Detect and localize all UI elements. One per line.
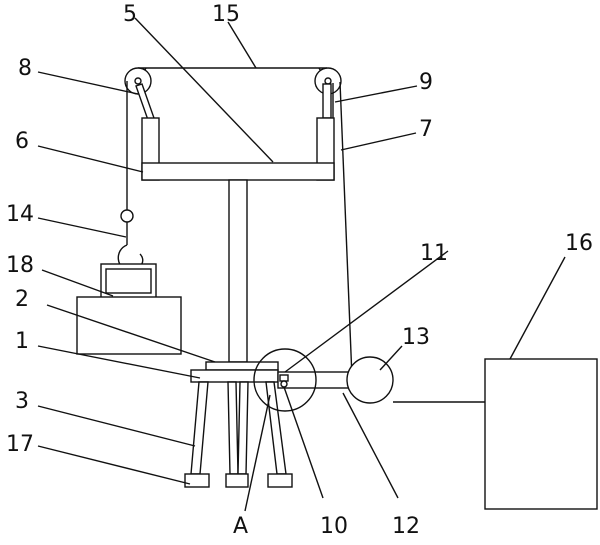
top-beam bbox=[137, 67, 328, 83]
right-cable bbox=[332, 81, 353, 379]
right-pulley bbox=[314, 67, 342, 95]
label-15: 15 bbox=[212, 2, 240, 27]
label-10: 10 bbox=[320, 514, 348, 539]
hook-icon bbox=[117, 222, 144, 271]
upper-plate bbox=[205, 361, 279, 371]
slider-block bbox=[279, 374, 289, 382]
detail-circle-A bbox=[253, 348, 317, 412]
central-column bbox=[228, 179, 248, 363]
label-11: 11 bbox=[420, 241, 448, 266]
label-14: 14 bbox=[6, 202, 34, 227]
label-13: 13 bbox=[402, 325, 430, 350]
label-16: 16 bbox=[565, 231, 593, 256]
label-1: 1 bbox=[15, 329, 29, 354]
label-9: 9 bbox=[419, 70, 433, 95]
motor-box bbox=[484, 358, 598, 510]
load-block bbox=[100, 263, 157, 299]
support-legs bbox=[190, 381, 287, 475]
label-8: 8 bbox=[18, 56, 32, 81]
label-3: 3 bbox=[15, 389, 29, 414]
hook-ball bbox=[120, 209, 134, 223]
right-pulley-arm bbox=[322, 83, 332, 119]
label-12: 12 bbox=[392, 514, 420, 539]
lower-plate bbox=[190, 369, 279, 383]
label-17: 17 bbox=[6, 432, 34, 457]
label-2: 2 bbox=[15, 287, 29, 312]
label-18: 18 bbox=[6, 253, 34, 278]
label-6: 6 bbox=[15, 129, 29, 154]
label-A: A bbox=[233, 514, 248, 539]
crossbar bbox=[141, 162, 335, 181]
pivot-pin bbox=[280, 380, 288, 388]
label-5: 5 bbox=[123, 2, 137, 27]
label-7: 7 bbox=[419, 117, 433, 142]
support-feet bbox=[184, 473, 293, 488]
leader-lines bbox=[37, 17, 566, 512]
